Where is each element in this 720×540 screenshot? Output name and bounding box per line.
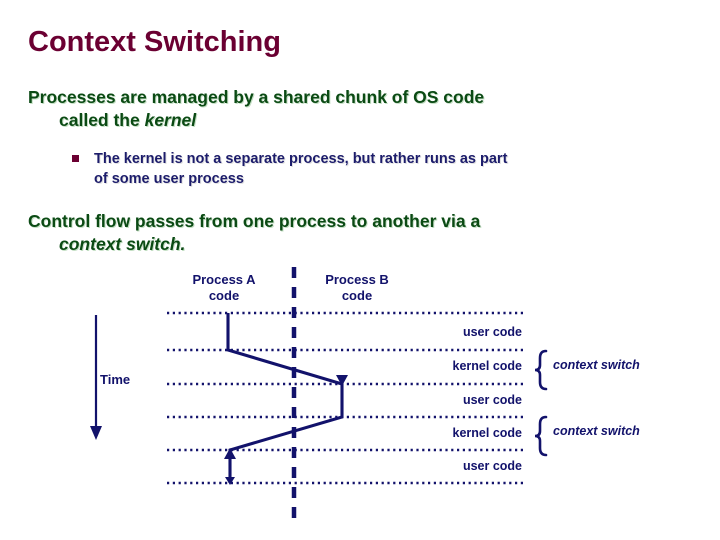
context-switch-diagram: Process A code Process B code Time user … [0,262,720,540]
time-axis-label: Time [100,372,131,387]
annotation-context-switch-1: context switch [553,358,640,372]
bullet-level2-kernel-note: The kernel is not a separate process, bu… [72,149,507,189]
process-a-subtitle: code [208,288,240,303]
flow-arrowhead-1 [336,375,348,386]
bullet-line-1: Processes are managed by a shared chunk … [28,87,485,107]
bullet-level1-processes: Processes are managed by a shared chunk … [28,86,484,132]
bullet-level2-line-1: The kernel is not a separate process, bu… [94,151,508,167]
bullet-level1-control-flow: Control flow passes from one process to … [28,210,480,256]
band-label-user-code-3: user code [462,459,522,473]
time-axis-arrowhead [90,426,102,440]
annotation-context-switch-2: context switch [553,424,640,438]
column-header-process-b: Process B code [297,272,417,304]
bullet-line-2: called the kernel [28,109,484,132]
column-header-process-a: Process A code [164,272,284,304]
band-label-user-code-1: user code [462,325,522,339]
square-bullet-icon [72,155,79,162]
process-b-title: Process B [325,272,389,287]
context-switch-brace-2 [534,415,548,457]
process-b-subtitle: code [341,288,373,303]
page-title: Context Switching [28,26,281,58]
control-flow-line-1: Control flow passes from one process to … [28,211,481,231]
bullet-level2-text: The kernel is not a separate process, bu… [72,149,507,189]
process-a-title: Process A [192,272,256,287]
bullet-level2-line-2: of some user process [94,171,244,187]
band-label-kernel-code-2: kernel code [452,426,522,440]
diagram-canvas [90,267,548,520]
keyword-context-switch: context switch. [59,234,186,254]
band-label-kernel-code-1: kernel code [452,359,522,373]
flow-arrowhead-3 [225,477,235,485]
context-switch-brace-1 [534,349,548,391]
flow-arrowhead-2 [224,448,236,459]
control-flow-path [226,313,344,483]
band-label-user-code-2: user code [462,393,522,407]
bullet-line-2-prefix: called the [59,110,145,130]
keyword-kernel: kernel [144,110,197,130]
